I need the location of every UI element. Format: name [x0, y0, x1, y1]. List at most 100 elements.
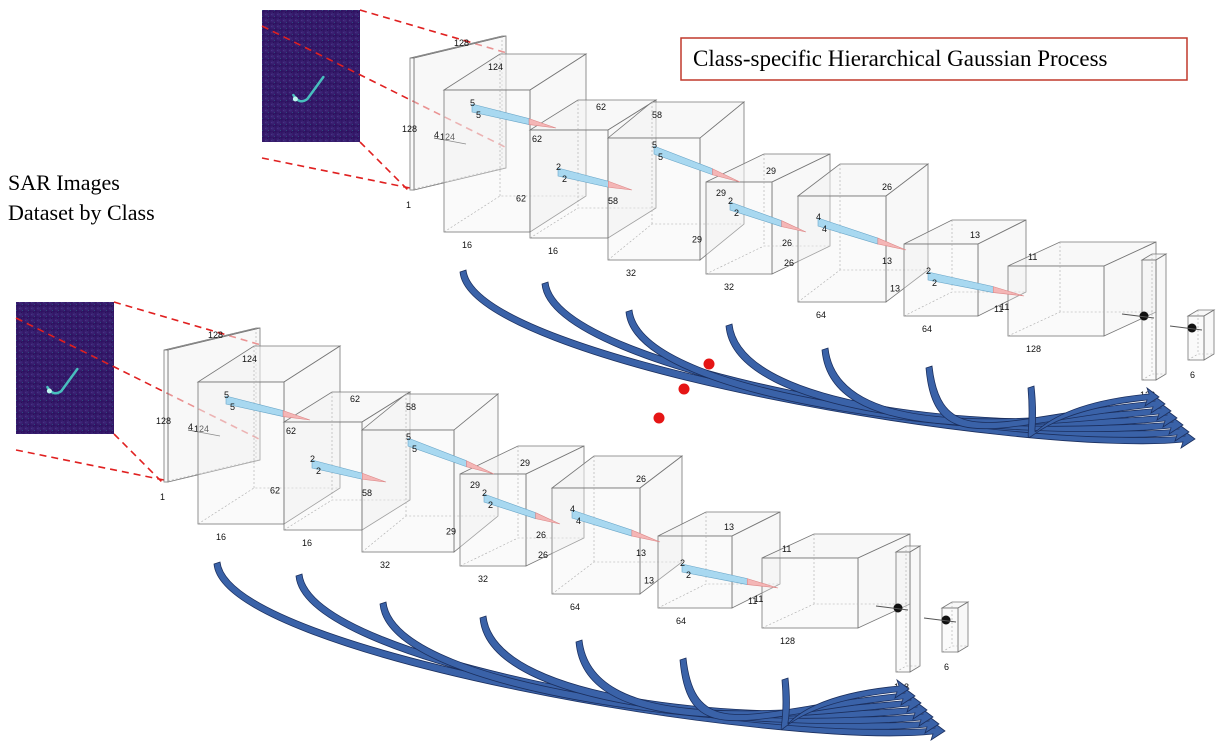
- kernel-cone: [608, 180, 633, 191]
- diagram-title: Class-specific Hierarchical Gaussian Pro…: [693, 46, 1108, 71]
- layer-height-label: 11: [748, 596, 757, 606]
- layer-depth-label: 32: [724, 282, 734, 292]
- kernel-output-label: 11: [1000, 302, 1009, 312]
- layer-width-label: 124: [488, 62, 503, 72]
- kernel-cone: [362, 472, 387, 483]
- input-kernel-ray: [187, 429, 221, 437]
- kernel-size-label: 2: [310, 454, 315, 464]
- skip-arrow-body: [459, 269, 1196, 449]
- kernel-output-label: 26: [782, 238, 792, 248]
- kernel-cone: [528, 118, 557, 129]
- skip-arrow-body: [925, 365, 1166, 430]
- ellipsis-dot: [703, 358, 715, 370]
- projection-line: [113, 301, 262, 346]
- kernel-size-label: 2: [556, 162, 561, 172]
- cuboid-hidden-edge: [459, 537, 584, 567]
- skip-arrow-3: [625, 309, 1184, 435]
- connection-ray: [875, 605, 909, 611]
- skip-arrow-7: [1027, 385, 1160, 438]
- connection-node: [1139, 311, 1149, 321]
- projection-line: [113, 433, 165, 485]
- input-width-label: 128: [208, 330, 223, 340]
- kernel-size-label: 2: [734, 208, 739, 218]
- connection-node: [893, 603, 903, 613]
- input-kernel-ray: [433, 137, 467, 145]
- skip-arrow-7: [780, 677, 910, 730]
- cuboid-side-face: [957, 601, 969, 653]
- skip-arrow-4: [479, 615, 928, 720]
- title-box: Class-specific Hierarchical Gaussian Pro…: [680, 37, 1188, 81]
- kernel-output-label: 62: [286, 426, 296, 436]
- sar-image: [262, 10, 360, 142]
- kernel-output-label: 13: [882, 256, 892, 266]
- cuboid-front-face: [1187, 315, 1205, 361]
- cuboid-front-face: [361, 429, 455, 553]
- kernel-3: [653, 145, 741, 183]
- kernel-size-label: 2: [728, 196, 733, 206]
- kernel-size-label: 2: [680, 558, 685, 568]
- kernel-6: [927, 271, 1025, 297]
- layer-depth-label: 32: [478, 574, 488, 584]
- layer-width-label: 62: [596, 102, 606, 112]
- kernel-cone: [781, 220, 807, 233]
- layer-depth-label: 64: [922, 324, 932, 334]
- layer-depth-label: 64: [816, 310, 826, 320]
- layer-width-label: 124: [242, 354, 257, 364]
- kernel-size-label: 5: [406, 432, 411, 442]
- kernel-size-label: 2: [686, 570, 691, 580]
- kernel-size-label: 5: [476, 110, 481, 120]
- layer-height-label: 29: [446, 527, 456, 537]
- cuboid-hidden-edge: [895, 665, 920, 673]
- ellipsis-dot: [653, 412, 665, 424]
- layer-width-label: 26: [636, 474, 646, 484]
- projection-line: [359, 9, 508, 54]
- input-kernel-label: 4: [188, 422, 193, 432]
- sar-target-highlight: [46, 388, 52, 394]
- layer-width-label: 29: [520, 458, 530, 468]
- layer-depth-label: 32: [380, 560, 390, 570]
- kernel-output-label: 58: [608, 196, 618, 206]
- kernel-cone: [712, 168, 741, 183]
- input-kernel-label: 4: [434, 130, 439, 140]
- cuboid-side-face: [1203, 309, 1215, 361]
- kernel-4: [729, 201, 807, 233]
- layer-depth-label: 64: [570, 602, 580, 612]
- cuboid-hidden-edge: [409, 167, 506, 191]
- kernel-cone: [466, 460, 495, 475]
- kernel-size-label: 2: [316, 466, 321, 476]
- skip-arrow-body: [213, 561, 946, 741]
- kernel-cone: [877, 237, 907, 251]
- kernel-4: [483, 493, 561, 525]
- layer-width-label: 62: [350, 394, 360, 404]
- skip-arrow-body: [780, 677, 910, 730]
- kernel-size-label: 2: [488, 500, 493, 510]
- projection-line: [15, 449, 165, 481]
- cuboid-front-face: [797, 195, 887, 303]
- layer-height-label: 26: [538, 550, 548, 560]
- cuboid-front-face: [607, 137, 701, 261]
- kernel-output-label: 11: [754, 594, 763, 604]
- kernel-size-label: 5: [652, 140, 657, 150]
- layer-width-label: 58: [406, 402, 416, 412]
- cuboid-hidden-edge: [163, 459, 260, 483]
- input-width-label: 128: [454, 38, 469, 48]
- cuboid-hidden-edge: [529, 207, 656, 239]
- cuboid-front-face: [163, 349, 169, 483]
- layer-depth-label: 32: [626, 268, 636, 278]
- kernel-1: [225, 395, 311, 421]
- dataset-label-line2: Dataset by Class: [8, 200, 155, 225]
- layer-depth-label: 16: [462, 240, 472, 250]
- fc-depth-label: 6: [1190, 370, 1195, 380]
- conv-layer-5: [550, 455, 684, 595]
- layer-depth-label: 64: [676, 616, 686, 626]
- kernel-size-label: 4: [570, 504, 575, 514]
- cuboid-front-face: [409, 57, 415, 191]
- skip-arrow-body: [379, 601, 934, 727]
- kernel-5: [817, 217, 907, 251]
- layer-depth-label: 16: [302, 538, 312, 548]
- connection-ray: [1169, 325, 1203, 331]
- kernel-size-label: 5: [230, 402, 235, 412]
- skip-arrow-body: [575, 639, 922, 718]
